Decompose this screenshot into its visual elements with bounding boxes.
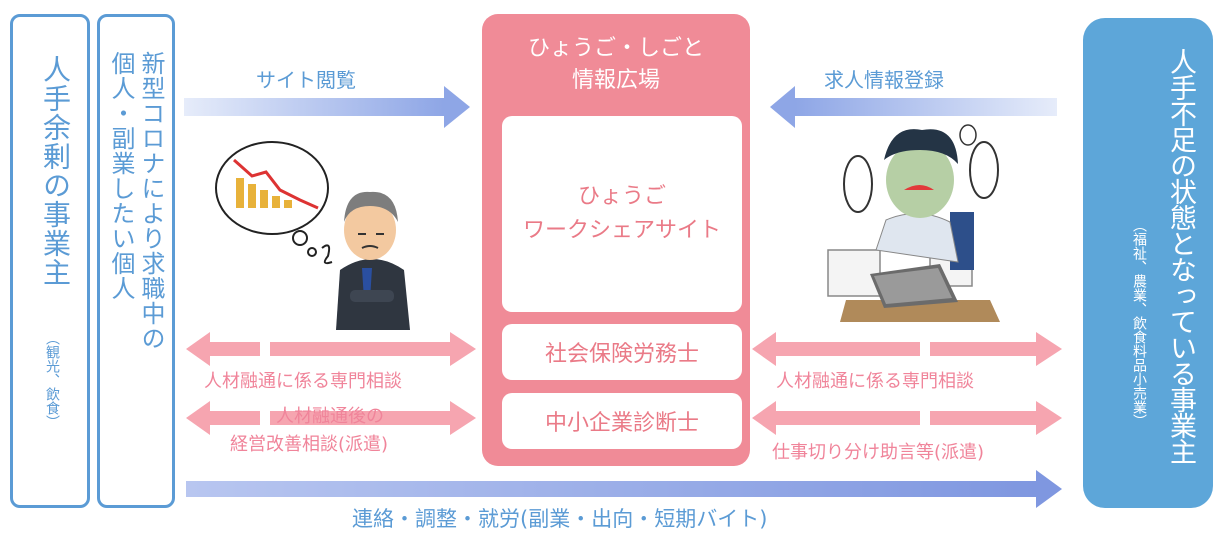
hub-title-line1: ひょうご・しごと [527,36,704,61]
bottom-arrow [186,470,1062,508]
job-register-arrow [770,86,1057,128]
surplus-employer-label: 人手余剰の事業主 [39,55,72,287]
right-advice-arrow [752,401,1062,435]
job-seeker-box: 新型コロナにより求職中の 個人・副業したい個人 [97,14,175,508]
shortage-employer-label: 人手不足の状態となっている事業主 [1165,48,1196,464]
workshare-site-line1: ひょうご [577,184,666,209]
left-consult-label: 人材融通に係る専門相談 [204,371,402,392]
labor-consultant-label: 社会保険労務士 [544,342,699,367]
workshare-site-line2: ワークシェアサイト [522,218,721,243]
job-seeker-line1: 新型コロナにより求職中の [137,51,165,351]
shortage-employer-sub: （福祉、農業、飲食料品小売業） [1131,218,1147,428]
right-consult-label: 人材融通に係る専門相談 [776,371,974,392]
hub-title-line2: 情報広場 [571,68,660,93]
worried-businessman-illustration [215,141,410,330]
sme-consultant-label: 中小企業診断士 [544,411,699,436]
left-after-arrow [186,401,476,435]
labor-consultant-box: 社会保険労務士 [502,324,742,380]
job-register-label: 求人情報登録 [824,68,944,92]
left-consult-arrow [186,332,476,366]
right-advice-label: 仕事切り分け助言等(派遣) [772,442,985,463]
right-consult-arrow [752,332,1062,366]
left-after-label-line2: 経営改善相談(派遣) [230,434,389,455]
left-after-label-line1: 人材融通後の [276,406,384,427]
stressed-worker-illustration [827,124,1000,322]
job-seeker-line2: 個人・副業したい個人 [107,51,135,301]
site-view-arrow [184,86,470,128]
shortage-employer-box: 人手不足の状態となっている事業主 （福祉、農業、飲食料品小売業） [1083,18,1213,508]
site-view-label: サイト閲覧 [256,68,356,92]
surplus-employer-box: 人手余剰の事業主 （観光、飲食） [10,14,90,508]
surplus-employer-sub: （観光、飲食） [44,331,60,429]
sme-consultant-box: 中小企業診断士 [502,393,742,449]
bottom-arrow-label: 連絡・調整・就労(副業・出向・短期バイト) [352,507,768,531]
workshare-site-box[interactable]: ひょうご ワークシェアサイト [502,116,742,312]
